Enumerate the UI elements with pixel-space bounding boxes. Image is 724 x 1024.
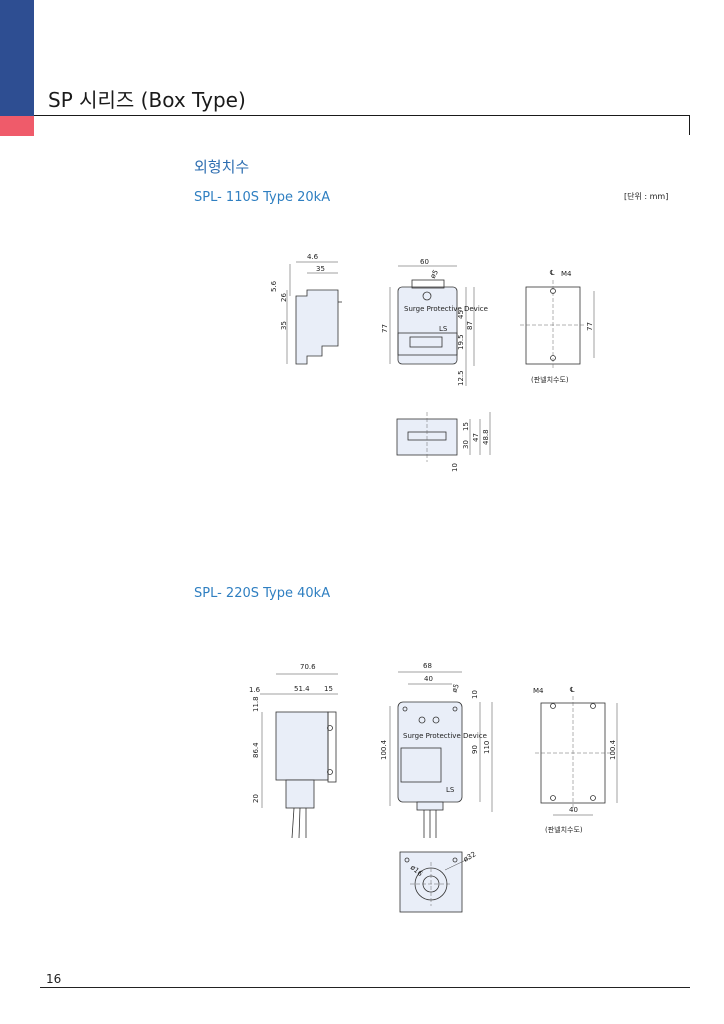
dim-110-front-height: 77 — [381, 324, 389, 333]
dim-110-front-width: 60 — [420, 258, 429, 266]
unit-label: [단위 : mm] — [624, 192, 669, 201]
dim-110-side-b: 26 — [280, 293, 288, 302]
header-tab-red — [0, 116, 34, 136]
dim-110-front-hole: ø5 — [429, 268, 440, 280]
dim-110-front-45: 45 — [457, 310, 465, 319]
footer-rule — [40, 987, 690, 988]
dim-110-side-c: 35 — [280, 321, 288, 330]
spl220-panel-cl: ℄ — [570, 686, 575, 694]
dim-110-side-width: 35 — [316, 265, 325, 273]
spl220-panel-view: ℄ M4 100.4 40 (판넬치수도) — [533, 686, 618, 834]
spl220-side-view: 70.6 1.6 51.4 15 11.8 86.4 20 — [249, 663, 338, 839]
dim-220-front-width: 68 — [423, 662, 432, 670]
dim-220-side-864: 86.4 — [252, 742, 260, 758]
dim-220-side-16: 1.6 — [249, 686, 261, 694]
dim-110-panel-height: 77 — [586, 322, 594, 331]
dim-220-bottom-32: ø32 — [462, 850, 477, 864]
title-tick — [689, 115, 690, 135]
dim-110-front-87: 87 — [466, 321, 474, 330]
dim-110-front-125: 12.5 — [457, 370, 465, 386]
dim-110-side-top: 4.6 — [307, 253, 319, 261]
spl110-ls-logo: LS — [439, 325, 448, 333]
spl110-side-view: 4.6 35 5.6 26 35 — [270, 253, 342, 365]
dim-220-panel-width: 40 — [569, 806, 578, 814]
dim-220-side-118: 11.8 — [252, 696, 260, 712]
spl110-panel-cl: ℄ — [550, 269, 555, 277]
dim-220-front-hole: ø5 — [450, 683, 461, 694]
spl220-front-view: 68 40 ø5 10 100.4 90 110 Surge Protectiv… — [380, 662, 493, 838]
dim-110-bottom-30: 30 — [462, 440, 470, 449]
spl220-bottom-view: ø16 ø32 — [399, 850, 477, 913]
title-rule — [34, 115, 690, 116]
dim-110-side-a: 5.6 — [270, 280, 278, 292]
dim-110-bottom-10: 10 — [451, 463, 459, 472]
model-title-110: SPL- 110S Type 20kA — [194, 190, 331, 205]
spl110-panel-caption: (판넬치수도) — [531, 375, 569, 384]
dim-220-front-1004: 100.4 — [380, 739, 388, 760]
model-title-220: SPL- 220S Type 40kA — [194, 586, 331, 601]
spl220-ls-logo: LS — [446, 786, 455, 794]
dim-220-front-10: 10 — [471, 690, 479, 699]
dim-220-side-514: 51.4 — [294, 685, 310, 693]
dim-220-panel-height: 100.4 — [609, 739, 617, 760]
spl220-panel-m4: M4 — [533, 687, 544, 695]
dim-220-side-20: 20 — [252, 794, 260, 803]
page-title: SP 시리즈 (Box Type) — [48, 88, 246, 112]
spl110-panel-view: ℄ M4 77 (판넬치수도) — [520, 269, 595, 384]
dim-220-front-110: 110 — [483, 741, 491, 754]
spl110-bottom-view: 15 30 47 48.8 10 — [396, 412, 491, 472]
spl220-device-text: Surge Protective Device — [403, 732, 487, 740]
header-tab-blue — [0, 0, 34, 116]
spl220-panel-caption: (판넬치수도) — [545, 825, 583, 834]
dim-220-front-90: 90 — [471, 745, 479, 754]
spl110-device-text: Surge Protective Device — [404, 305, 488, 313]
dim-220-side-width: 70.6 — [300, 663, 316, 671]
page-number: 16 — [46, 972, 62, 986]
dim-110-bottom-15: 15 — [462, 422, 470, 431]
dim-110-front-195: 19.5 — [457, 334, 465, 350]
dim-110-bottom-488: 48.8 — [482, 429, 490, 445]
dim-220-side-15: 15 — [324, 685, 333, 693]
dim-110-bottom-47: 47 — [472, 433, 480, 442]
spl110-front-view: Surge Protective Device LS 60 ø5 77 45 8… — [381, 258, 488, 386]
section-title: 외형치수 — [194, 158, 250, 176]
dim-220-front-inner: 40 — [424, 675, 433, 683]
spl110-panel-m4: M4 — [561, 270, 572, 278]
